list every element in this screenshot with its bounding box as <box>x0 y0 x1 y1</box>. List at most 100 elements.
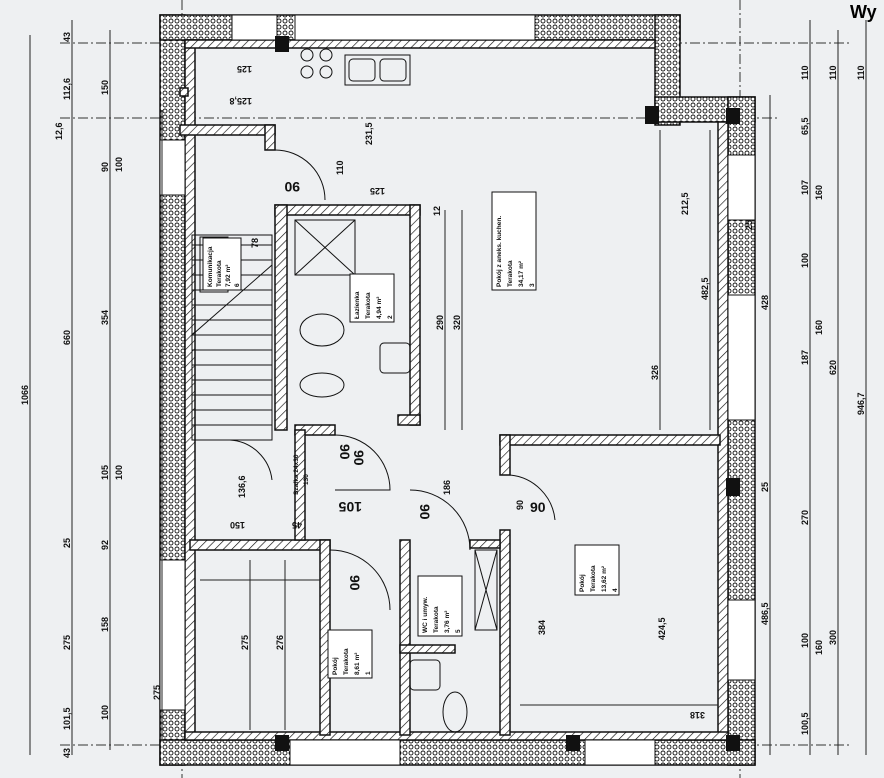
dim-text: 384 <box>537 620 547 635</box>
dim-text: 160 <box>814 185 824 200</box>
svg-text:3: 3 <box>529 283 536 287</box>
dim-text: 110 <box>828 65 838 80</box>
door-width: 90 <box>337 444 353 460</box>
dim-text: 231,5 <box>364 122 374 145</box>
dim-text: 65,5 <box>800 117 810 135</box>
dim-text: 275 <box>62 635 72 650</box>
svg-text:Terakota: Terakota <box>365 292 372 319</box>
dim-text: 45 <box>292 520 302 530</box>
wc-washbasin <box>409 659 441 691</box>
dim-text: 150 <box>100 80 110 95</box>
svg-text:130: 130 <box>303 474 310 485</box>
dim-text: 101,5 <box>62 707 72 730</box>
door-width: 90 <box>530 499 546 515</box>
door-widths: 90 90 105 90 90 90 90 <box>284 179 546 591</box>
door-width: 90 <box>417 504 433 520</box>
toilet <box>299 313 345 347</box>
fixtures <box>294 48 498 733</box>
wc-toilet <box>442 691 468 733</box>
room-label-3: Pokój z aneks. kuchen. Terakota 34,17 m²… <box>491 191 537 291</box>
washbasin <box>379 342 411 374</box>
door-swings <box>229 149 556 611</box>
dim-text: 428 <box>760 295 770 310</box>
dim-text: 275 <box>240 635 250 650</box>
svg-text:3,76 m²: 3,76 m² <box>444 610 451 633</box>
svg-text:Terakota: Terakota <box>590 565 597 592</box>
svg-text:Szafka 24x30: Szafka 24x30 <box>293 454 300 495</box>
svg-text:4: 4 <box>612 588 619 592</box>
dim-text: 290 <box>435 315 445 330</box>
dim-text: 136,6 <box>237 475 247 498</box>
dim-text: 482,5 <box>700 277 710 300</box>
svg-text:8,61 m²: 8,61 m² <box>354 652 361 675</box>
windows <box>159 14 756 766</box>
dim-text: 125 <box>370 186 385 196</box>
room-label-6: Komunikacja Terakota 7,92 m² 6 <box>202 237 242 291</box>
dim-text: 125 <box>237 64 252 74</box>
svg-text:6: 6 <box>234 283 241 287</box>
dim-text: 320 <box>452 315 462 330</box>
dim-text: 100 <box>114 157 124 172</box>
room-labels: Pokój z aneks. kuchen. Terakota 34,17 m²… <box>202 191 620 679</box>
dim-text: 100 <box>800 253 810 268</box>
door-width: 90 <box>351 450 367 466</box>
svg-text:Łazienka: Łazienka <box>354 291 361 319</box>
room-label-2: Łazienka Terakota 4,94 m² 2 <box>349 273 395 323</box>
shower-tray <box>294 219 356 276</box>
dim-text: 90 <box>100 162 110 172</box>
dim-text: 25 <box>744 220 754 230</box>
dim-text: 25 <box>760 482 770 492</box>
dim-text: 187 <box>800 350 810 365</box>
door-width: 90 <box>347 575 363 591</box>
svg-text:5: 5 <box>455 629 462 633</box>
dimension-lines <box>29 20 867 755</box>
dim-text: 354 <box>100 310 110 325</box>
svg-text:34,17 m²: 34,17 m² <box>518 260 525 287</box>
room-label-5: WC i umyw. Terakota 3,76 m² 5 <box>417 575 463 637</box>
svg-text:Pokój: Pokój <box>579 574 586 592</box>
dim-text: 107 <box>800 180 810 195</box>
dim-text: 270 <box>800 510 810 525</box>
dim-text: 110 <box>335 160 345 175</box>
dim-text: 110 <box>856 65 866 80</box>
dim-text: 12 <box>432 206 442 216</box>
dim-text: 12,6 <box>54 122 64 140</box>
kitchen-sink <box>344 54 411 86</box>
dim-text: 486,5 <box>760 602 770 625</box>
dim-text: 125,8 <box>229 96 252 106</box>
columns <box>275 36 740 751</box>
dim-text: 100 <box>114 465 124 480</box>
dim-text: 276 <box>275 635 285 650</box>
svg-text:Terakota: Terakota <box>507 260 514 287</box>
dim-text: 100 <box>100 705 110 720</box>
dim-text: 150 <box>230 520 245 530</box>
dim-text: 100 <box>800 633 810 648</box>
door-width: 90 <box>284 179 300 195</box>
dim-text: 25 <box>62 538 72 548</box>
dim-text: 100,5 <box>800 712 810 735</box>
dim-text: 275 <box>152 685 162 700</box>
svg-text:WC i umyw.: WC i umyw. <box>422 597 429 633</box>
dim-text: 92 <box>100 540 110 550</box>
stove-burner <box>300 48 314 62</box>
dim-text: 43 <box>62 748 72 758</box>
svg-text:Terakota: Terakota <box>433 606 440 633</box>
dim-text: 90 <box>515 500 525 510</box>
dim-text: 43 <box>62 32 72 42</box>
dim-text: 424,5 <box>657 617 667 640</box>
dim-text: 110 <box>800 65 810 80</box>
dim-text: 660 <box>62 330 72 345</box>
interior-walls <box>179 87 721 736</box>
dim-text: 186 <box>442 480 452 495</box>
dim-text: 158 <box>100 617 110 632</box>
dim-text: 946,7 <box>856 392 866 415</box>
dim-text: 620 <box>828 360 838 375</box>
dim-text: 112,6 <box>62 78 72 100</box>
svg-text:13,62 m²: 13,62 m² <box>601 565 608 592</box>
dim-text: 212,5 <box>680 192 690 215</box>
svg-text:2: 2 <box>387 315 394 319</box>
sheet-title-fragment: Wy <box>850 2 877 22</box>
svg-text:Terakota: Terakota <box>216 260 223 287</box>
svg-text:Pokój z aneks. kuchen.: Pokój z aneks. kuchen. <box>496 216 503 287</box>
